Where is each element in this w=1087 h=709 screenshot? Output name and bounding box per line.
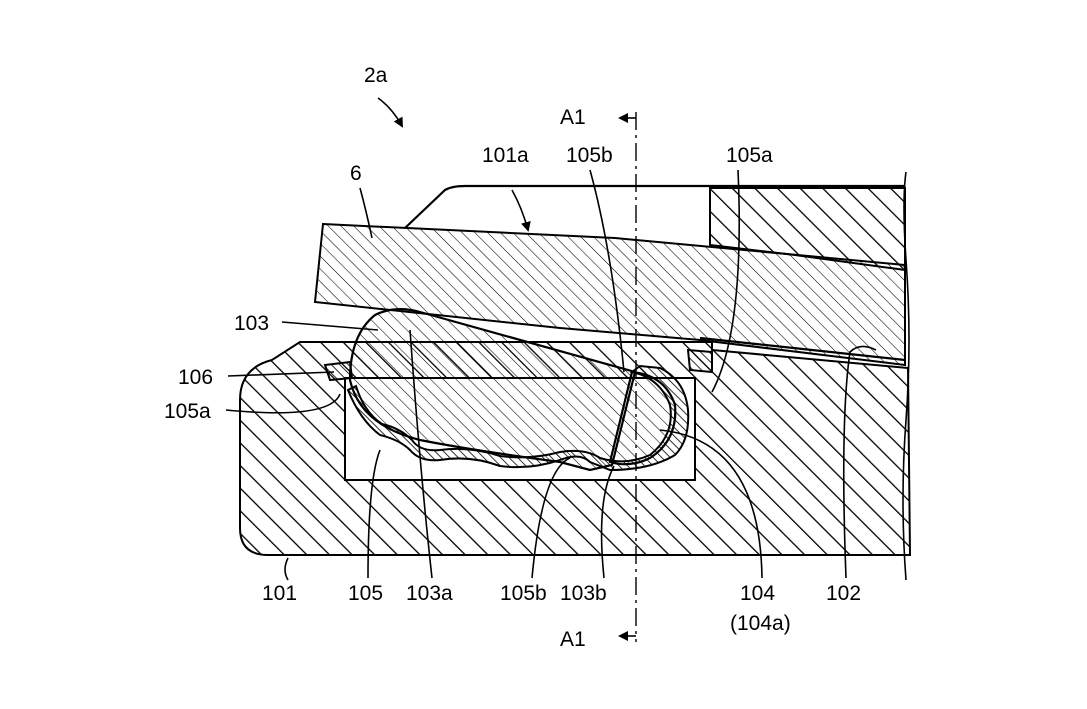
label-104a: (104a) [730, 612, 791, 635]
rotor-103 [350, 309, 635, 470]
label-104: 104 [740, 582, 775, 605]
label-105: 105 [348, 582, 383, 605]
arrow-101a [512, 190, 528, 230]
label-103: 103 [234, 312, 269, 335]
seal-ring-106-right [688, 350, 712, 372]
label-101: 101 [262, 582, 297, 605]
label-103a: 103a [406, 582, 453, 605]
label-2a: 2a [364, 64, 388, 87]
seal-ring-106-left [325, 362, 352, 380]
leader-101 [285, 558, 288, 580]
label-105b-top: 105b [566, 144, 613, 167]
label-106: 106 [178, 366, 213, 389]
label-a1-bottom: A1 [560, 628, 586, 651]
label-101a: 101a [482, 144, 529, 167]
label-a1-top: A1 [560, 106, 586, 129]
label-6: 6 [350, 162, 362, 185]
arrow-2a [378, 98, 402, 126]
label-105a-top: 105a [726, 144, 773, 167]
label-105b-bottom: 105b [500, 582, 547, 605]
label-105a-left: 105a [164, 400, 211, 423]
label-103b: 103b [560, 582, 607, 605]
label-102: 102 [826, 582, 861, 605]
